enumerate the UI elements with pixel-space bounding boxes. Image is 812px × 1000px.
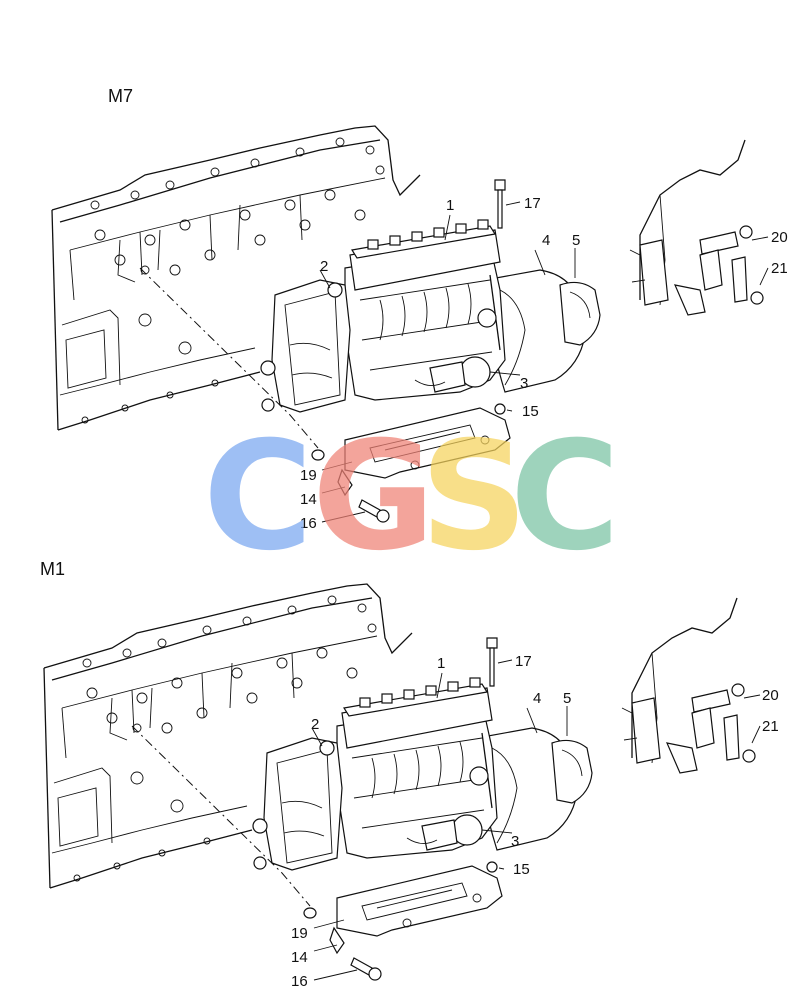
callout-3: 3 (511, 833, 519, 850)
callout-5: 5 (563, 690, 571, 707)
section-label: M1 (40, 559, 65, 579)
section-label: M7 (108, 86, 133, 106)
watermark-letter-c2: C (510, 410, 620, 584)
watermark-letter-s: S (420, 410, 528, 584)
watermark-letter-g: G (312, 410, 435, 584)
section-m1: M1 1 2 3 4 5 14 15 16 17 19 20 21 (40, 559, 779, 990)
watermark-letter-c1: C (203, 410, 313, 584)
section-m7: M7 1 2 3 4 5 14 15 16 17 19 20 21 (51, 86, 788, 532)
callout-1: 1 (437, 655, 445, 672)
callout-1: 1 (446, 197, 454, 214)
callout-21: 21 (762, 718, 779, 735)
callout-17: 17 (515, 653, 532, 670)
callout-2: 2 (311, 716, 319, 733)
part-callouts: 1 2 3 4 5 14 15 16 17 19 20 21 (300, 195, 788, 532)
callout-16: 16 (291, 973, 308, 990)
watermark-logo: C G S C (203, 410, 620, 584)
callout-15: 15 (513, 861, 530, 878)
callout-20: 20 (762, 687, 779, 704)
callout-21: 21 (771, 260, 788, 277)
callout-17: 17 (524, 195, 541, 212)
callout-14: 14 (300, 491, 317, 508)
callout-20: 20 (771, 229, 788, 246)
part-callouts: 1 2 3 4 5 14 15 16 17 19 20 21 (291, 653, 779, 990)
callout-2: 2 (320, 258, 328, 275)
callout-5: 5 (572, 232, 580, 249)
callout-4: 4 (533, 690, 541, 707)
callout-16: 16 (300, 515, 317, 532)
callout-4: 4 (542, 232, 550, 249)
callout-3: 3 (520, 375, 528, 392)
callout-19: 19 (291, 925, 308, 942)
callout-14: 14 (291, 949, 308, 966)
callout-15: 15 (522, 403, 539, 420)
callout-19: 19 (300, 467, 317, 484)
